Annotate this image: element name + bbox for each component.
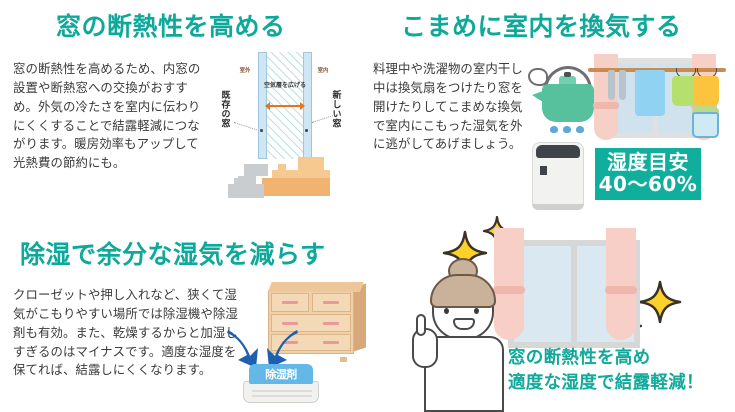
curtain-tie-left [493,286,525,294]
kettle-body [542,84,594,122]
kettle-knob [564,72,571,77]
down-arrow-icon-1 [226,328,260,368]
double-arrow-icon [265,102,305,110]
laundry-basket-icon [692,112,719,138]
new-sill-base [262,178,330,196]
hair [430,274,496,308]
stove-burner-icon [550,126,588,133]
existing-sill-base [228,184,264,198]
badge-line-1: 湿度目安 [607,150,689,175]
label-outdoor: 室外 [239,68,251,74]
tshirt-yellow-icon [693,76,719,106]
socks-icon [608,70,628,102]
window-cross-section-diagram: 室外 室内 空気層を広げる 既存の窓 新しい窓 [212,52,352,200]
section-body-text: 窓の断熱性を高めるため、内窓の設置や断熱窓への交換がおすすめ。外気の冷たさを室内… [13,61,201,171]
desiccant-lid [249,364,313,384]
dehumidifier-vent [536,145,580,158]
new-sill-upper [298,157,324,171]
curtain-right [606,228,636,340]
label-indoor: 室内 [317,68,329,74]
down-arrow-icon-2 [265,328,299,368]
section-heading: 除湿で余分な湿気を減らす [20,240,326,269]
section-window-insulation: 窓の断熱性を高める 窓の断熱性を高めるため、内窓の設置や断熱窓への交換がおすすめ… [0,0,370,215]
chest-top [268,282,364,292]
dehumidifier-panel [540,166,547,175]
window-mullion [571,246,577,342]
section-body-text: 料理中や洗濯物の室内干し中は換気扇をつけたり窓を開けたりしてこまめな換気で室内に… [373,61,523,152]
section-heading: こまめに室内を換気する [401,12,682,41]
existing-sill-upper [244,164,268,176]
label-existing-window: 既存の窓 [219,90,230,128]
drawer-4 [271,334,351,351]
drawer-handle-2 [323,301,339,304]
hand [412,328,438,368]
curtain-tie-right [605,286,637,294]
dehumidifier-icon [532,142,584,210]
pointing-finger [416,314,426,336]
drawer-handle-3 [282,322,298,325]
desiccant-container-icon: 除湿剤 [243,364,319,404]
kettle-icon [528,58,608,136]
drawer-handle-1 [282,301,298,304]
sparkle-icon-3 [638,280,682,324]
label-air-gap: 空気層を広げる [263,82,306,89]
leader-line-left [233,122,257,131]
curtain-tie-left [593,102,619,109]
eye-right [474,308,479,314]
drawer-handle-6 [323,341,339,344]
desiccant-box [243,381,319,403]
chest-foot-right [340,357,347,362]
summary-caption: 窓の断熱性を高め 適度な湿度で結露軽減！ [508,348,704,393]
badge-line-2: 40〜60% [598,172,698,196]
drawer-handle-5 [282,341,298,344]
drawer-3 [271,314,351,332]
label-new-window: 新しい窓 [330,90,341,128]
dehumidifier-base [532,204,584,210]
basket-laundry [692,106,719,116]
section-body-text: クローゼットや押し入れなど、狭くて湿気がこもりやすい場所では除湿機や除湿剤も有効… [13,287,238,378]
existing-sill-mid [238,176,256,186]
existing-sill-tab [234,178,241,186]
woman-illustration [412,256,520,412]
new-sill-tab [278,164,286,172]
indoor-laundry-illustration [580,54,730,154]
mouth [453,318,475,330]
section-summary: 窓の断熱性を高め 適度な湿度で結露軽減！ [412,216,735,412]
chest-side [352,283,366,352]
section-heading: 窓の断熱性を高める [56,12,286,41]
leader-dot-right [305,129,308,132]
section-dehumidify: 除湿で余分な湿気を減らす クローゼットや押し入れなど、狭くて湿気がこもりやすい場… [0,232,370,410]
humidity-target-badge: 湿度目安 40〜60% [595,148,701,200]
curtain-left [494,228,524,340]
desiccant-label: 除湿剤 [265,368,297,381]
eye-left [444,308,449,314]
kettle-lid [559,76,576,84]
towel-icon [635,70,665,116]
drawer-handle-4 [323,322,339,325]
leader-dot-left [260,129,263,132]
section-ventilation: こまめに室内を換気する 料理中や洗濯物の室内干し中は換気扇をつけたり窓を開けたり… [365,0,735,215]
